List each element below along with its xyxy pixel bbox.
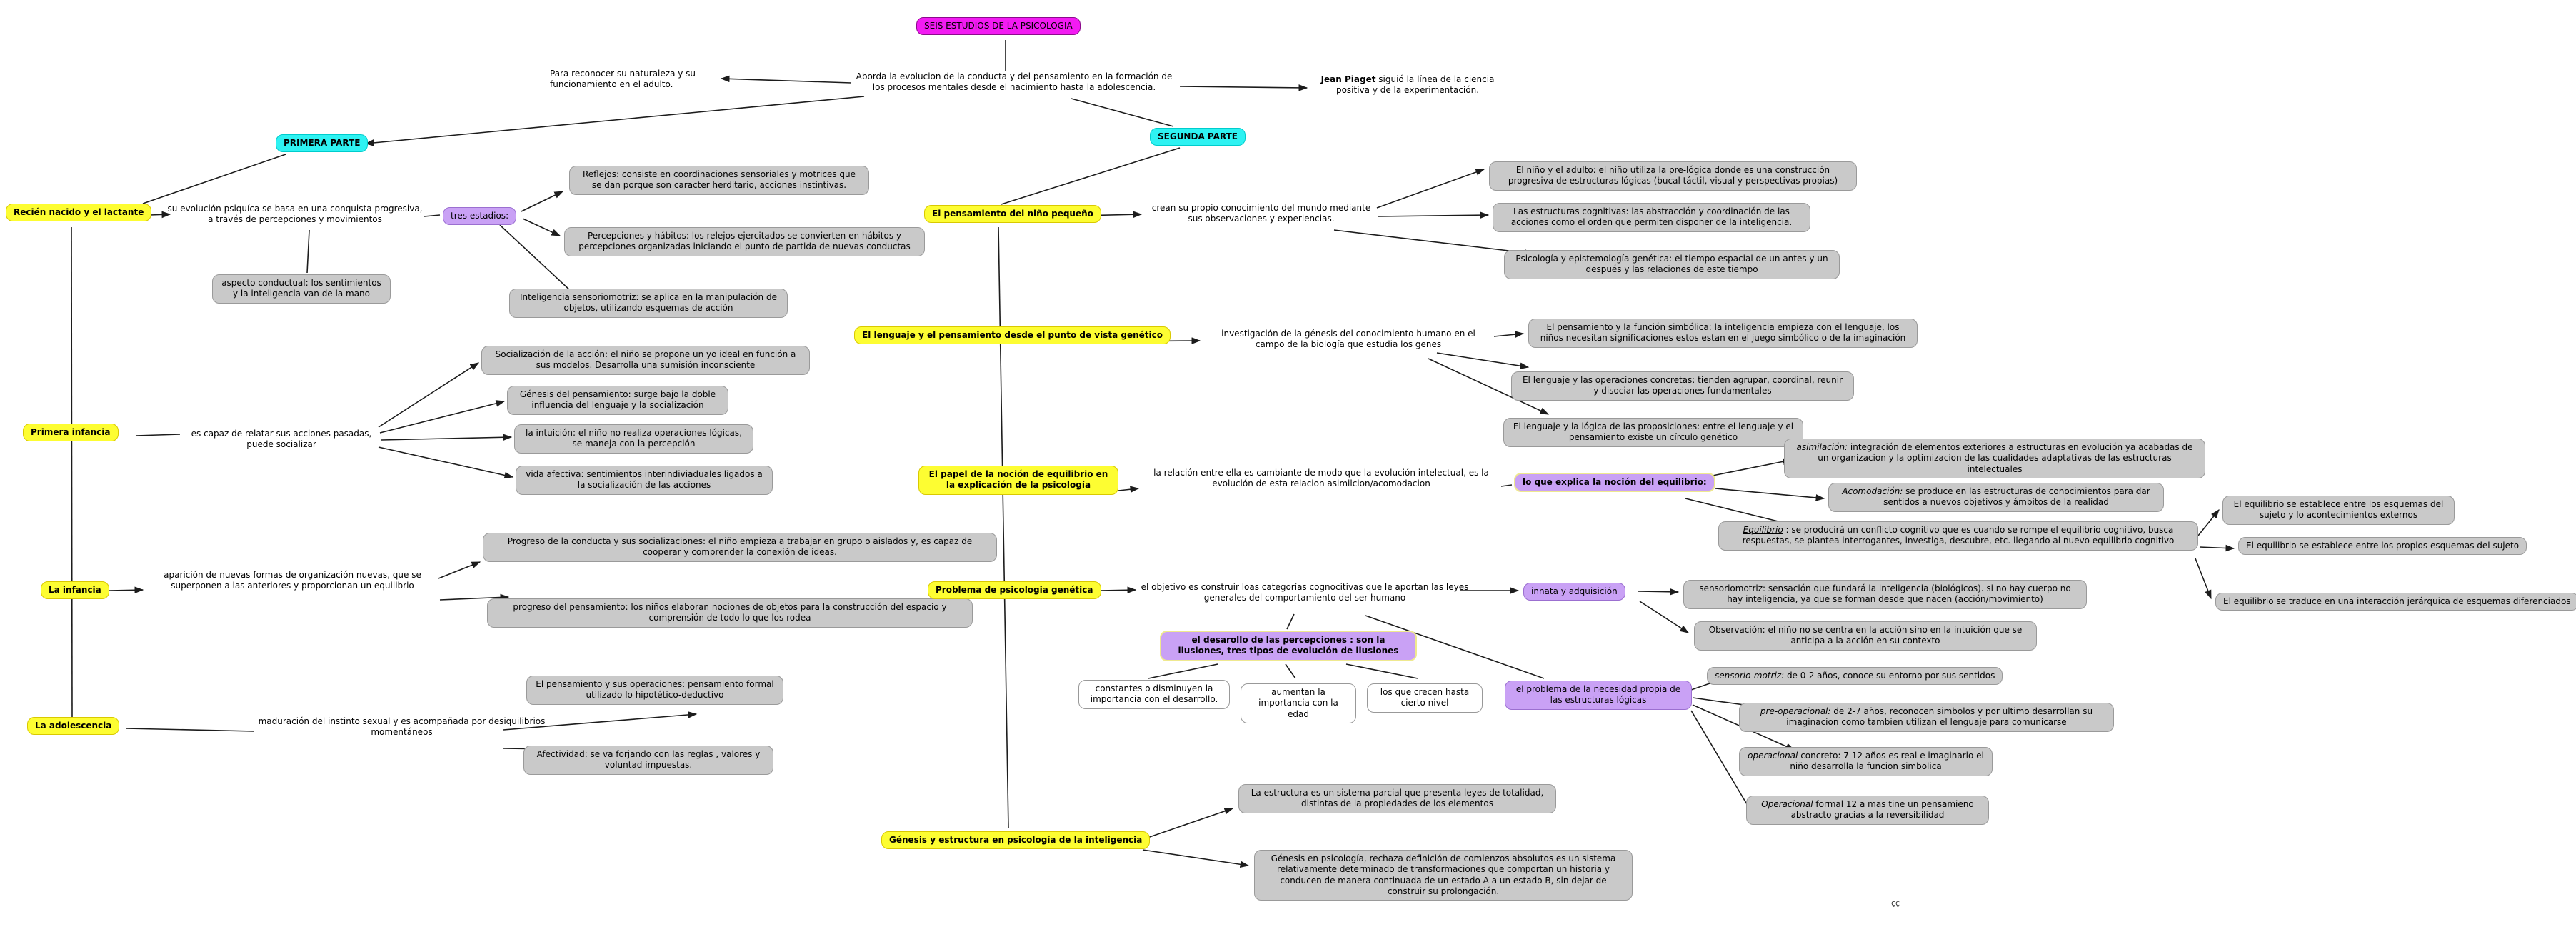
concept-reflejos[interactable]: Reflejos: consiste en coordinaciones sen…	[569, 166, 869, 195]
concept-desarrollo-percepciones[interactable]: el desarollo de las percepciones : son l…	[1160, 631, 1417, 661]
topic-la-infancia[interactable]: La infancia	[41, 581, 109, 600]
concept-inteligencia-sensoriomotriz[interactable]: Inteligencia sensoriomotriz: se aplica e…	[509, 289, 788, 318]
concept-progreso-pensamiento[interactable]: progreso del pensamiento: los niños elab…	[487, 598, 973, 628]
sensorio-motriz-text: de 0-2 años, conoce su entorno por sus s…	[1784, 671, 1995, 681]
jean-piaget-rest: siguió la línea de la ciencia positiva y…	[1335, 74, 1495, 96]
map-title[interactable]: SEIS ESTUDIOS DE LA PSICOLOGIA	[916, 17, 1081, 36]
topic-la-adolescencia[interactable]: La adolescencia	[27, 717, 120, 736]
annotation-es-capaz[interactable]: es capaz de relatar sus acciones pasadas…	[191, 429, 372, 450]
concept-la-intuicion[interactable]: la intuición: el niño no realiza operaci…	[514, 424, 753, 454]
concept-estructuras-cognitivas[interactable]: Las estructuras cognitivas: las abstracc…	[1493, 203, 1810, 232]
topic-problema-psicologia[interactable]: Problema de psicologia genética	[928, 581, 1101, 600]
sensorio-motriz-lead: sensorio-motriz:	[1715, 671, 1785, 681]
jean-piaget-name: Jean Piaget	[1320, 74, 1376, 84]
concept-pensamiento-funcion-simbolica[interactable]: El pensamiento y la función simbólica: l…	[1528, 319, 1918, 348]
concept-vida-afectiva[interactable]: vida afectiva: sentimientos interindivia…	[516, 466, 773, 495]
operacional-concreto-text: concreto: 7 12 años es real e imaginario…	[1790, 751, 1984, 772]
acomodacion-text: se produce en las estructuras de conocim…	[1883, 486, 2150, 508]
concept-acomodacion[interactable]: Acomodación: se produce en las estructur…	[1828, 483, 2164, 512]
concept-pensamiento-operaciones[interactable]: El pensamiento y sus operaciones: pensam…	[526, 676, 783, 705]
label-primera-parte[interactable]: PRIMERA PARTE	[276, 134, 369, 153]
topic-genesis-estructura[interactable]: Génesis y estructura en psicología de la…	[881, 831, 1151, 850]
concept-genesis-pensamiento[interactable]: Génesis del pensamiento: surge bajo la d…	[507, 386, 728, 415]
concept-percepciones-habitos[interactable]: Percepciones y hábitos: los relejos ejer…	[564, 227, 925, 256]
concept-lo-que-explica-equilibrio[interactable]: lo que explica la noción del equilibrio:	[1514, 473, 1715, 493]
concept-socializacion-accion[interactable]: Socialización de la acción: el niño se p…	[481, 346, 810, 375]
equilibrio-lead: Equilibrio	[1743, 525, 1783, 535]
equilibrio-text: : se producirá un conflicto cognitivo qu…	[1742, 525, 2175, 546]
concept-psicologia-epistemologia[interactable]: Psicología y epistemología genética: el …	[1504, 250, 1840, 279]
concept-progreso-conducta[interactable]: Progreso de la conducta y sus socializac…	[483, 533, 997, 562]
asimilacion-lead: asimilación:	[1796, 442, 1848, 452]
concept-aumentan-importancia[interactable]: aumentan la importancia con la edad	[1241, 683, 1356, 724]
concept-la-estructura[interactable]: La estructura es un sistema parcial que …	[1238, 784, 1556, 813]
concept-pre-operacional-etapa[interactable]: pre-operacional: de 2-7 años, reconocen …	[1739, 703, 2114, 732]
concept-observacion[interactable]: Observación: el niño no se centra en la …	[1694, 621, 2037, 651]
concept-lenguaje-logica[interactable]: El lenguaje y la lógica de las proposici…	[1503, 418, 1803, 447]
concept-equilibrio-propios-esquemas[interactable]: El equilibrio se establece entre los pro…	[2238, 537, 2527, 556]
annotation-su-evolucion[interactable]: su evolución psiquíca se basa en una con…	[167, 204, 423, 225]
topic-pensamiento-nino[interactable]: El pensamiento del niño pequeño	[924, 205, 1101, 224]
operacional-formal-text: formal 12 a mas tine un pensamieno abstr…	[1790, 799, 1974, 821]
topic-papel-nocion-equilibrio[interactable]: El papel de la noción de equilibrio en l…	[918, 466, 1118, 495]
topic-lenguaje-pensamiento[interactable]: El lenguaje y el pensamiento desde el pu…	[854, 326, 1171, 345]
concept-aspecto-conductual[interactable]: aspecto conductual: los sentimientos y l…	[212, 274, 391, 304]
annotation-para-reconocer[interactable]: Para reconocer su naturaleza y su funcio…	[550, 69, 696, 90]
annotation-aborda[interactable]: Aborda la evolucion de la conducta y del…	[856, 71, 1173, 93]
operacional-formal-lead: Operacional	[1761, 799, 1813, 809]
concept-tres-estadios[interactable]: tres estadios:	[443, 207, 517, 226]
concept-equilibrio-interaccion[interactable]: El equilibrio se traduce en una interacc…	[2215, 593, 2576, 611]
acomodacion-lead: Acomodación:	[1842, 486, 1903, 496]
asimilacion-text: integración de elementos exteriores a es…	[1818, 442, 2193, 474]
pre-operacional-text: de 2-7 años, reconocen simbolos y por ul…	[1786, 706, 2093, 728]
concept-equilibrio[interactable]: Equilibrio : se producirá un conflicto c…	[1718, 521, 2198, 551]
topic-recien-nacido[interactable]: Recién nacido y el lactante	[6, 204, 152, 222]
annotation-jean-piaget[interactable]: Jean Piaget siguió la línea de la cienci…	[1313, 74, 1503, 96]
concept-sensoriomotriz-sensacion[interactable]: sensoriomotriz: sensación que fundará la…	[1683, 580, 2087, 609]
annotation-crean[interactable]: crean su propio conocimiento del mundo m…	[1151, 203, 1371, 224]
annotation-investigacion[interactable]: investigación de la génesis del conocimi…	[1221, 329, 1475, 350]
concept-genesis-psicologia[interactable]: Génesis en psicología, rechaza definició…	[1254, 850, 1633, 901]
operacional-concreto-lead: operacional	[1748, 751, 1798, 761]
annotation-aparicion[interactable]: aparición de nuevas formas de organizaci…	[164, 570, 421, 591]
concept-asimilacion[interactable]: asimilación: integración de elementos ex…	[1784, 439, 2205, 479]
concept-sensorio-motriz-etapa[interactable]: sensorio-motriz: de 0-2 años, conoce su …	[1707, 667, 2003, 686]
concept-constantes-disminuyen[interactable]: constantes o disminuyen la importancia c…	[1078, 680, 1230, 709]
concept-nino-y-adulto[interactable]: El niño y el adulto: el niño utiliza la …	[1489, 161, 1857, 191]
topic-primera-infancia[interactable]: Primera infancia	[23, 424, 119, 442]
concept-afectividad[interactable]: Afectividad: se va forjando con las regl…	[523, 746, 773, 775]
concept-innata-adquisicion[interactable]: innata y adquisición	[1523, 583, 1625, 601]
concept-problema-necesidad[interactable]: el problema de la necesidad propia de la…	[1505, 681, 1692, 710]
pre-operacional-lead: pre-operacional:	[1760, 706, 1831, 716]
concept-operacional-concreto-etapa[interactable]: operacional concreto: 7 12 años es real …	[1739, 747, 1993, 776]
concept-crecen-nivel[interactable]: los que crecen hasta cierto nivel	[1367, 683, 1483, 713]
concept-equilibrio-esquemas-externos[interactable]: El equilibrio se establece entre los esq…	[2222, 496, 2455, 525]
annotation-maduracion[interactable]: maduración del instinto sexual y es acom…	[258, 716, 546, 738]
footer-mark: çç	[1891, 898, 1900, 908]
label-segunda-parte[interactable]: SEGUNDA PARTE	[1150, 128, 1246, 146]
annotation-relacion[interactable]: la relación entre ella es cambiante de m…	[1153, 468, 1489, 489]
annotation-objetivo[interactable]: el objetivo es construir loas categorías…	[1141, 582, 1469, 603]
concept-operacional-formal-etapa[interactable]: Operacional formal 12 a mas tine un pens…	[1746, 796, 1989, 825]
concept-lenguaje-operaciones[interactable]: El lenguaje y las operaciones concretas:…	[1511, 371, 1854, 401]
